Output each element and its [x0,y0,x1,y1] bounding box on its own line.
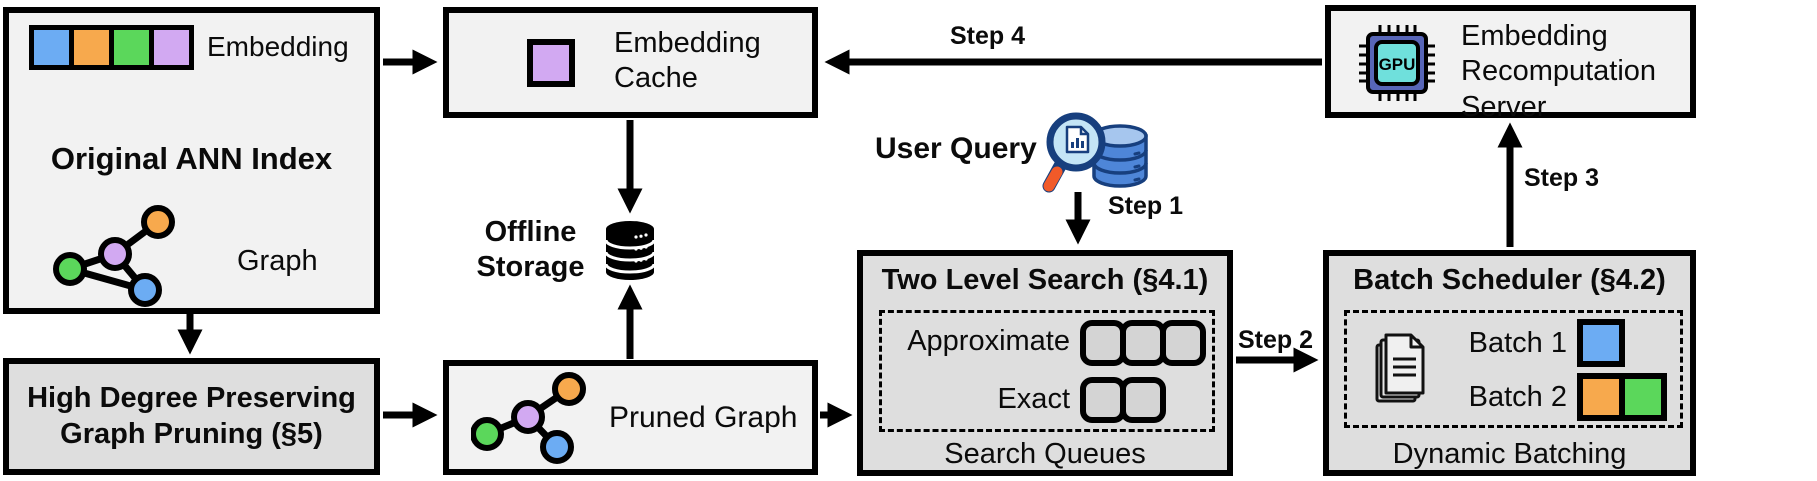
queue-slot [1120,377,1166,423]
batch-scheduler-box: Batch Scheduler (§4.2) Batch 1 Ba [1323,250,1696,476]
step-1-label: Step 1 [1108,192,1184,220]
high-degree-pruning-label: High Degree Preserving Graph Pruning (§5… [27,382,356,450]
embedding-recomputation-server-box: GPU Embedding Recomputation Server [1325,5,1696,123]
batch-chip-blue [1577,319,1625,367]
pruned-graph-box: Pruned Graph [443,360,818,475]
step-2-label: Step 2 [1238,326,1314,354]
batch-scheduler-title: Batch Scheduler (§4.2) [1353,264,1666,296]
gpu-text: GPU [1379,55,1416,74]
embedding-label: Embedding [207,31,349,62]
embedding-cache-label: Embedding Cache [614,27,761,95]
batch-2-label: Batch 2 [1468,381,1567,413]
embedding-chip-blue [29,25,74,70]
exact-queue-slots [1080,377,1166,423]
step-4-label: Step 4 [950,22,1026,50]
dynamic-batching-label: Dynamic Batching [1392,438,1627,470]
approximate-queue-slots [1080,320,1206,366]
queue-slot [1160,320,1206,366]
dynamic-batching-panel: Batch 1 Batch 2 [1344,310,1683,428]
batch-1-label: Batch 1 [1468,327,1567,359]
batch-2-chips [1577,373,1667,421]
cached-embedding-chip [527,39,575,87]
embedding-vector [29,25,194,70]
embedding-cache-box: Embedding Cache [443,7,818,118]
two-level-search-box: Two Level Search (§4.1) Approximate Exac… [857,250,1233,476]
embedding-chip-orange [69,25,114,70]
query-search-icon [1042,112,1148,193]
original-ann-index-box: Embedding Original ANN Index Graph [3,7,380,314]
approximate-label: Approximate [907,325,1070,357]
graph-icon [53,205,175,307]
batch-chip-green [1619,373,1667,421]
embedding-recomputation-server-label: Embedding Recomputation Server [1461,20,1657,123]
gpu-chip-icon: GPU [1359,25,1435,101]
queue-slot [1120,320,1166,366]
user-query-label: User Query [875,132,1037,165]
search-queues-panel: Approximate Exact [879,310,1215,432]
offline-storage-label: Offline Storage [476,216,585,284]
two-level-search-title: Two Level Search (§4.1) [881,264,1209,296]
step-3-label: Step 3 [1524,164,1600,192]
original-ann-index-title: Original ANN Index [50,141,333,176]
batch-1-chips [1577,319,1625,367]
high-degree-pruning-box: High Degree Preserving Graph Pruning (§5… [3,358,380,475]
documents-icon [1375,333,1425,403]
graph-label: Graph [237,245,318,277]
pruned-graph-icon [471,372,586,464]
embedding-chip-purple [149,25,194,70]
pruned-graph-label: Pruned Graph [609,401,798,434]
batch-chip-orange [1577,373,1625,421]
embedding-chip-green [109,25,154,70]
search-queues-label: Search Queues [944,438,1146,470]
database-icon [604,221,656,280]
exact-label: Exact [997,383,1070,415]
